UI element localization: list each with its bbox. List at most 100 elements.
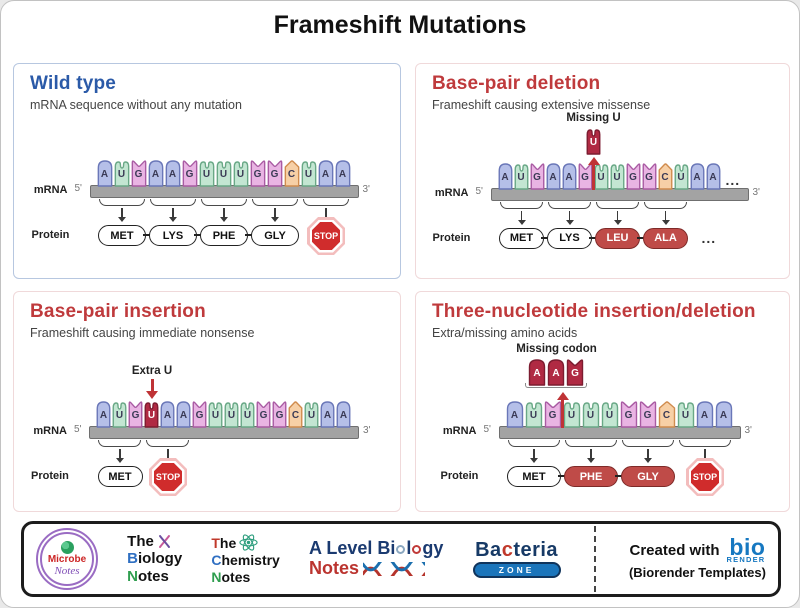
nucleotide-u: U (674, 162, 689, 189)
nucleotide-g: G (544, 400, 562, 427)
bacteria-ba: Ba (475, 539, 502, 561)
mutation-arrow-down (146, 391, 158, 399)
bacteria-teria: teria (513, 539, 559, 561)
protein-pill-met: MET (507, 466, 561, 487)
nucleotide-u: U (208, 400, 223, 427)
nucleotide-c: C (284, 159, 300, 186)
created-with-label: Created with (629, 541, 720, 559)
codon-arrow (647, 449, 649, 458)
codon-arrow (274, 208, 276, 217)
biology-rest: iology (138, 550, 183, 568)
nucleotide-u: U (677, 400, 695, 427)
biorender-templates-label: (Biorender Templates) (628, 564, 766, 580)
alevel-line1-pre: A Level Bi (309, 538, 396, 559)
missing-nucleotide: A (547, 358, 565, 385)
nucleotide-a: A (318, 159, 334, 186)
microbe-notes-logo: Microbe Notes (36, 528, 98, 590)
created-with-biorender: Created with bio RENDER (Biorender Templ… (628, 534, 766, 580)
codon-brace (621, 440, 674, 447)
panel-title: Base-pair deletion (432, 73, 601, 94)
nucleotide-a: A (335, 159, 351, 186)
codon-brace (200, 199, 247, 206)
letter-o-outline-icon (412, 544, 422, 554)
stop-sign: STOP (686, 458, 724, 496)
footer-dashed-divider (593, 526, 596, 592)
protein-pill-met: MET (97, 466, 143, 487)
nucleotide-a: A (320, 400, 335, 427)
nucleotide-u: U (601, 400, 619, 427)
five-prime-label: 5' (475, 185, 483, 197)
nucleotide-a: A (165, 159, 181, 186)
codon-brace (251, 199, 298, 206)
protein-ellipsis: ... (701, 229, 717, 246)
five-prime-label: 5' (483, 424, 491, 435)
codon-arrow (223, 208, 225, 217)
five-prime-label: 5' (74, 183, 82, 194)
codon-brace (149, 199, 196, 206)
codon-brace (678, 440, 731, 447)
protein-label: Protein (440, 470, 479, 482)
mutation-arrow-up (556, 392, 569, 400)
nucleotide-a: A (715, 400, 733, 427)
biorender-logo: bio RENDER (727, 534, 766, 563)
three-prime-label: 3' (363, 425, 371, 436)
nucleotide-u: U (582, 400, 600, 427)
nucleotide-a: A (176, 400, 191, 427)
annotation-label: Extra U (131, 365, 173, 377)
five-prime-label: 5' (74, 424, 82, 435)
nucleotide-g: G (250, 159, 266, 186)
mrna-bar (89, 185, 359, 198)
mrna-label: mRNA (33, 425, 67, 437)
protein-label: Protein (31, 229, 70, 241)
panel-subtitle: mRNA sequence without any mutation (30, 97, 242, 112)
codon-brace (507, 440, 560, 447)
chemistry-t: T (211, 534, 220, 551)
nucleotide-a: A (148, 159, 164, 186)
codon-arrow (121, 208, 123, 217)
nucleotide-u: U (199, 159, 215, 186)
nucleotide-u: U (514, 162, 529, 189)
codon-arrow (568, 210, 571, 220)
protein-pill-leu: LEU (595, 227, 640, 249)
nucleotide-a: A (562, 162, 577, 189)
nucleotide-g: G (192, 400, 207, 427)
nucleotide-u: U (112, 400, 127, 427)
stop-sign: STOP (307, 217, 345, 255)
bacteria-zone-capsule: ZONE (472, 562, 561, 578)
alevel-line1-l: l (406, 538, 412, 559)
dna-helix-icon (363, 561, 426, 576)
protein-pill-phe: PHE (564, 466, 618, 487)
nucleotide-u: U (304, 400, 319, 427)
missing-nucleotide: G (566, 358, 584, 385)
nucleotide-u: U (224, 400, 239, 427)
biorender-bio: bio (729, 534, 766, 561)
nucleotide-a: A (706, 162, 721, 189)
nucleotide-g: G (256, 400, 271, 427)
codon-underline-bracket (525, 383, 587, 388)
codon-brace (564, 440, 617, 447)
microbe-notes-line2: Notes (54, 564, 80, 577)
nucleotide-a: A (696, 400, 714, 427)
nucleotide-a: A (97, 159, 113, 186)
mrna-label: mRNA (434, 186, 469, 199)
codon-brace (499, 201, 543, 209)
nucleotide-g: G (626, 162, 641, 189)
nucleotide-u: U (114, 159, 130, 186)
letter-o-outline-icon (396, 544, 406, 554)
nucleotide-g: G (530, 162, 545, 189)
nucleotide-g: G (620, 400, 638, 427)
alevel-notes: Notes (309, 558, 360, 578)
codon-arrow (704, 449, 706, 458)
codon-brace (98, 199, 145, 206)
nucleotide-c: C (658, 162, 673, 189)
protein-label: Protein (432, 231, 471, 244)
nucleotide-g: G (272, 400, 287, 427)
nucleotide-u: U (594, 162, 609, 189)
microbe-notes-line1: Microbe (47, 553, 87, 565)
nucleotide-a: A (506, 400, 524, 427)
